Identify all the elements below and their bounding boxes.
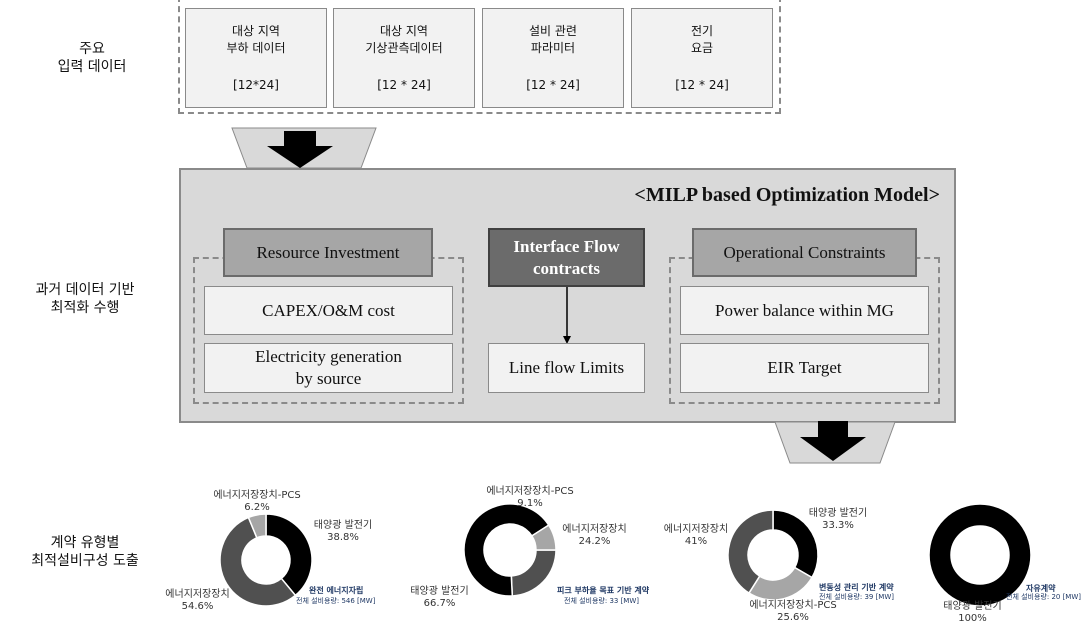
- chart2-label-ess: 에너지저장장치 24.2%: [552, 524, 637, 548]
- input-box-label: 요금: [690, 41, 714, 55]
- chart4-subtitle: 전체 설비용량: 20 [MW]: [1006, 593, 1082, 601]
- input-box-label: 설비 관련: [529, 24, 577, 38]
- row-label-input: 주요 입력 데이터: [42, 40, 142, 76]
- row-label-result-line2: 최적설비구성 도출: [31, 553, 139, 569]
- chart3-title: 변동성 관리 기반 계약: [819, 583, 894, 592]
- arrowhead-icon: [563, 336, 571, 344]
- row-label-model-line2: 최적화 수행: [50, 300, 120, 316]
- resource-investment-header: Resource Investment: [223, 228, 433, 277]
- chart2-label-pcs: 에너지저장장치-PCS 9.1%: [470, 486, 590, 510]
- input-box-label: 기상관측데이터: [365, 41, 443, 55]
- chart2-subtitle: 전체 설비용량: 33 [MW]: [564, 597, 640, 605]
- slice-label: 태양광 발전기: [410, 586, 469, 597]
- input-box-label: 부하 데이터: [226, 41, 286, 55]
- slice-label: 에너지저장장치: [562, 524, 627, 535]
- donut-slice: [510, 549, 557, 597]
- donut-slice: [463, 503, 550, 597]
- operational-constraints-header: Operational Constraints: [692, 228, 917, 277]
- slice-value: 41%: [684, 536, 708, 547]
- down-arrow-icon: [800, 421, 866, 461]
- donut-slice: [727, 509, 774, 595]
- power-balance-box: Power balance within MG: [680, 286, 929, 335]
- input-box-size: [12 * 24]: [377, 78, 431, 92]
- input-box-size: [12*24]: [233, 78, 279, 92]
- interface-flow-line1: Interface Flow: [513, 236, 620, 256]
- line-flow-limits-box: Line flow Limits: [488, 343, 645, 393]
- slice-label: 에너지저장장치: [165, 589, 230, 600]
- slice-label: 에너지저장장치: [663, 524, 729, 535]
- slice-label: 에너지저장장치-PCS: [486, 486, 574, 497]
- slice-label: 태양광 발전기: [313, 520, 373, 531]
- row-label-model-line1: 과거 데이터 기반: [35, 282, 135, 298]
- slice-value: 33.3%: [822, 520, 854, 531]
- donut-slice: [247, 513, 267, 539]
- slice-value: 25.6%: [777, 612, 809, 623]
- slice-label: 태양광 발전기: [808, 508, 868, 519]
- chart1-label-pcs: 에너지저장장치-PCS 6.2%: [197, 490, 317, 514]
- chart3-label-solar: 태양광 발전기 33.3%: [798, 508, 878, 532]
- interface-flow-line2: contracts: [532, 258, 601, 278]
- row-label-result-line1: 계약 유형별: [50, 535, 120, 551]
- slice-value: 24.2%: [578, 536, 611, 547]
- slice-label: 에너지저장장치-PCS: [749, 600, 837, 611]
- chart2-label-solar: 태양광 발전기 66.7%: [402, 586, 477, 610]
- electricity-generation-line2: by source: [295, 369, 362, 388]
- slice-label: 에너지저장장치-PCS: [213, 490, 301, 501]
- row-label-input-line2: 입력 데이터: [57, 59, 127, 75]
- input-box-size: [12 * 24]: [675, 78, 729, 92]
- slice-value: 6.2%: [244, 502, 270, 513]
- input-box-label: 대상 지역: [380, 24, 428, 38]
- slice-value: 66.7%: [423, 598, 456, 609]
- electricity-generation-box: Electricity generation by source: [204, 343, 453, 393]
- donut-slice: [928, 503, 1032, 607]
- row-label-input-line1: 주요: [79, 41, 105, 57]
- input-box-label: 대상 지역: [232, 24, 280, 38]
- chart3-label-ess: 에너지저장장치 41%: [656, 524, 736, 548]
- model-title: <MILP based Optimization Model>: [634, 184, 940, 206]
- slice-value: 38.8%: [327, 532, 359, 543]
- chart3-subtitle: 전체 설비용량: 39 [MW]: [819, 593, 895, 601]
- chart1-label-solar: 태양광 발전기 38.8%: [303, 520, 383, 544]
- input-box-size: [12 * 24]: [526, 78, 580, 92]
- donut-slice: [747, 566, 813, 601]
- donut-slice: [219, 516, 297, 607]
- chart1-title: 완전 에너지자립: [309, 586, 364, 595]
- chart4-title: 자유계약: [1026, 584, 1056, 593]
- row-label-model: 과거 데이터 기반 최적화 수행: [20, 281, 150, 317]
- donut-slice: [265, 513, 313, 597]
- chart3-label-pcs: 에너지저장장치-PCS 25.6%: [738, 600, 848, 624]
- slice-value: 100%: [958, 613, 987, 624]
- chart1-subtitle: 전체 설비용량: 546 [MW]: [296, 597, 376, 605]
- down-arrow-icon: [267, 131, 333, 168]
- slice-label: 태양광 발전기: [943, 601, 1002, 612]
- donut-slice: [530, 524, 557, 551]
- chart4-label-solar: 태양광 발전기 100%: [935, 601, 1010, 625]
- interface-flow-header: Interface Flow contracts: [488, 228, 645, 287]
- input-box-label: 전기: [690, 24, 714, 38]
- electricity-generation-line1: Electricity generation: [255, 347, 402, 366]
- capex-om-cost-box: CAPEX/O&M cost: [204, 286, 453, 335]
- slice-value: 54.6%: [181, 601, 214, 612]
- input-data-group: [178, 0, 781, 114]
- chart2-title: 피크 부하율 목표 기반 계약: [557, 586, 650, 595]
- input-box-label: 파라미터: [530, 41, 576, 55]
- row-label-result: 계약 유형별 최적설비구성 도출: [20, 534, 150, 570]
- chart1-label-ess: 에너지저장장치 54.6%: [155, 589, 240, 613]
- slice-value: 9.1%: [517, 498, 543, 509]
- eir-target-box: EIR Target: [680, 343, 929, 393]
